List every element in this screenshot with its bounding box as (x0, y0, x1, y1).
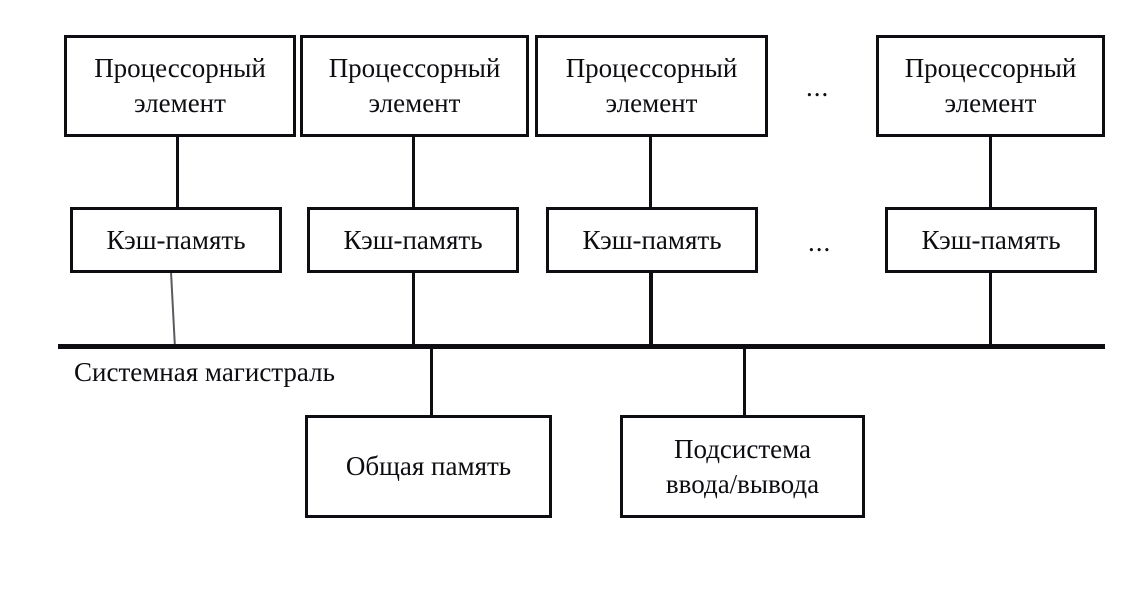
processor-element-box-2-line2: элемент (368, 88, 461, 118)
shared-memory-box-label: Общая память (345, 451, 512, 482)
processor-row-ellipsis: ... (806, 72, 830, 102)
cache-memory-box-2[interactable]: Кэш-память (307, 207, 519, 273)
processor-element-box-3-line1: Процессорный (565, 53, 738, 84)
cache-memory-box-3[interactable]: Кэш-память (546, 207, 758, 273)
connector-bus-to-shared-memory (430, 349, 433, 416)
io-subsystem-box[interactable]: Подсистема ввода/вывода (620, 415, 865, 518)
connector-pe4-to-cache4 (989, 137, 992, 207)
processor-element-box-4-line2: элемент (944, 88, 1037, 118)
cache-memory-box-3-label: Кэш-память (582, 224, 722, 255)
connector-pe3-to-cache3 (649, 137, 652, 207)
processor-element-box-1-line1: Процессорный (94, 53, 266, 84)
cache-row-ellipsis: ... (808, 227, 832, 257)
system-bus-label: Системная магистраль (74, 357, 335, 387)
cache-memory-box-2-label: Кэш-память (343, 224, 483, 255)
io-subsystem-box-line1: Подсистема (673, 433, 812, 464)
processor-element-box-2-line1: Процессорный (328, 53, 501, 84)
cache-memory-box-4[interactable]: Кэш-память (885, 207, 1097, 273)
connector-cache3-to-bus (649, 273, 653, 347)
processor-element-box-1[interactable]: Процессорный элемент (64, 35, 296, 137)
cache-memory-box-4-label: Кэш-память (921, 224, 1061, 255)
processor-element-box-1-line2: элемент (134, 88, 226, 118)
system-bus-line (58, 344, 1105, 349)
connector-cache1-to-bus (170, 273, 176, 347)
processor-element-box-3[interactable]: Процессорный элемент (535, 35, 768, 137)
processor-element-box-4[interactable]: Процессорный элемент (876, 35, 1105, 137)
connector-pe2-to-cache2 (412, 137, 415, 207)
shared-memory-box[interactable]: Общая память (305, 415, 552, 518)
cache-memory-box-1-label: Кэш-память (106, 224, 246, 255)
connector-bus-to-io-subsystem (743, 349, 746, 416)
connector-cache4-to-bus (989, 273, 992, 347)
processor-element-box-3-line2: элемент (605, 88, 698, 118)
processor-element-box-2[interactable]: Процессорный элемент (300, 35, 529, 137)
cache-memory-box-1[interactable]: Кэш-память (70, 207, 282, 273)
connector-cache2-to-bus (412, 273, 415, 347)
io-subsystem-box-line2: ввода/вывода (665, 468, 820, 499)
processor-element-box-4-line1: Процессорный (904, 53, 1077, 84)
connector-pe1-to-cache1 (176, 137, 179, 207)
